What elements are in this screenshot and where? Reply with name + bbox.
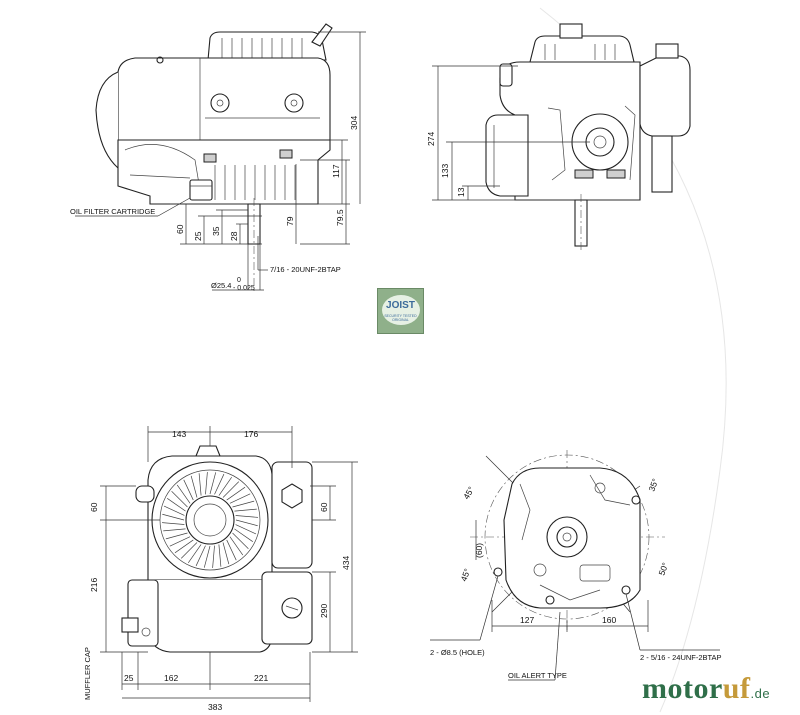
fan-spoke [229,493,251,504]
fan-spoke [163,528,186,532]
joist-logo: JOIST SECURITY TESTED ORIGINAL [377,288,424,334]
dim-35: 35 [211,226,221,236]
fan-spoke [234,508,257,512]
fan-spoke [232,532,249,550]
fan-spoke [169,536,191,547]
side-view [432,23,691,252]
dim-25-top: 25 [124,673,134,683]
hole-label: 2 - Ø8.5 (HOLE) [430,648,485,657]
motoruf-brand[interactable]: motoruf.de [642,672,770,706]
fan-spoke [222,481,240,498]
dim-290: 290 [319,604,329,618]
dim-13: 13 [456,187,466,197]
dim-79: 79 [285,216,295,226]
bottom-view [430,450,720,681]
top-view [100,426,358,702]
fan-spoke [232,500,255,508]
dim-274: 274 [426,132,436,146]
fan-spoke [235,524,257,535]
fan-spoke [205,472,208,495]
shaft-dia-label: Ø25.4 [211,281,231,290]
dim-117: 117 [331,164,341,178]
fan-spoke [166,498,186,512]
fan-spoke [162,522,185,525]
angle-35: 35° [646,477,660,493]
fan-spoke [188,544,202,564]
fan-spoke [212,545,215,568]
oil-alert-label: OIL ALERT TYPE [508,671,567,680]
dim-162: 162 [164,673,178,683]
dim-60-top-left: 60 [89,502,99,512]
dim-127: 127 [520,615,534,625]
dim-143: 143 [172,429,186,439]
brand-part-3: .de [750,686,771,701]
fan-spoke [174,539,194,554]
shaft-tol-upper: 0 [237,277,241,284]
fan-spoke [190,475,198,498]
fan-spoke [235,515,258,518]
fan-spoke [195,545,206,567]
dim-383: 383 [208,702,222,712]
fan-spoke [180,542,198,559]
fan-spoke [183,479,194,501]
fan-spoke [229,536,244,556]
logo-subtext: SECURITY TESTED ORIGINAL [384,314,417,322]
fan-spoke [198,473,202,496]
fan-spoke [209,472,217,495]
thread-label: 7/16 - 20UNF-2BTAP [270,265,341,274]
fan-spoke [226,539,237,561]
fan-spoke [234,528,254,542]
dim-60-paren: (60) [474,543,484,558]
dim-28: 28 [229,231,239,241]
front-view [75,23,366,292]
fan-spoke [176,484,191,504]
dim-60-top-right: 60 [319,502,329,512]
dim-176: 176 [244,429,258,439]
fan-spoke [171,490,188,508]
brand-part-2: uf [722,672,751,705]
dim-25-front: 25 [193,231,203,241]
fan-spoke [235,519,258,527]
brand-part-1: motor [642,672,723,705]
dim-160: 160 [602,615,616,625]
fan-spoke [218,476,232,496]
dim-434: 434 [341,556,351,570]
fan-spoke [214,473,225,495]
logo-word: JOIST [386,300,415,311]
shaft-tol-lower: - 0.025 [233,285,255,292]
dim-79-5: 79.5 [335,209,345,226]
oil-filter-label: OIL FILTER CARTRIDGE [70,207,155,216]
angle-45-lower: 45° [458,567,472,583]
angle-45-upper: 45° [461,485,476,501]
fan-spoke [222,542,230,565]
fan-spokes [162,472,258,568]
fan-spoke [162,513,185,521]
fan-spoke [218,544,222,567]
fan-spoke [203,545,211,568]
tap-label: 2 - 5/16 - 24UNF-2BTAP [640,653,722,662]
dim-216: 216 [89,578,99,592]
dim-304: 304 [349,116,359,130]
fan-spoke [165,532,188,540]
dim-133: 133 [440,164,450,178]
fan-spoke [163,505,185,516]
dim-221: 221 [254,673,268,683]
fan-spoke [226,486,246,501]
muffler-cap-label: MUFFLER CAP [83,647,92,700]
angle-50: 50° [656,561,670,577]
dim-60-front: 60 [175,224,185,234]
